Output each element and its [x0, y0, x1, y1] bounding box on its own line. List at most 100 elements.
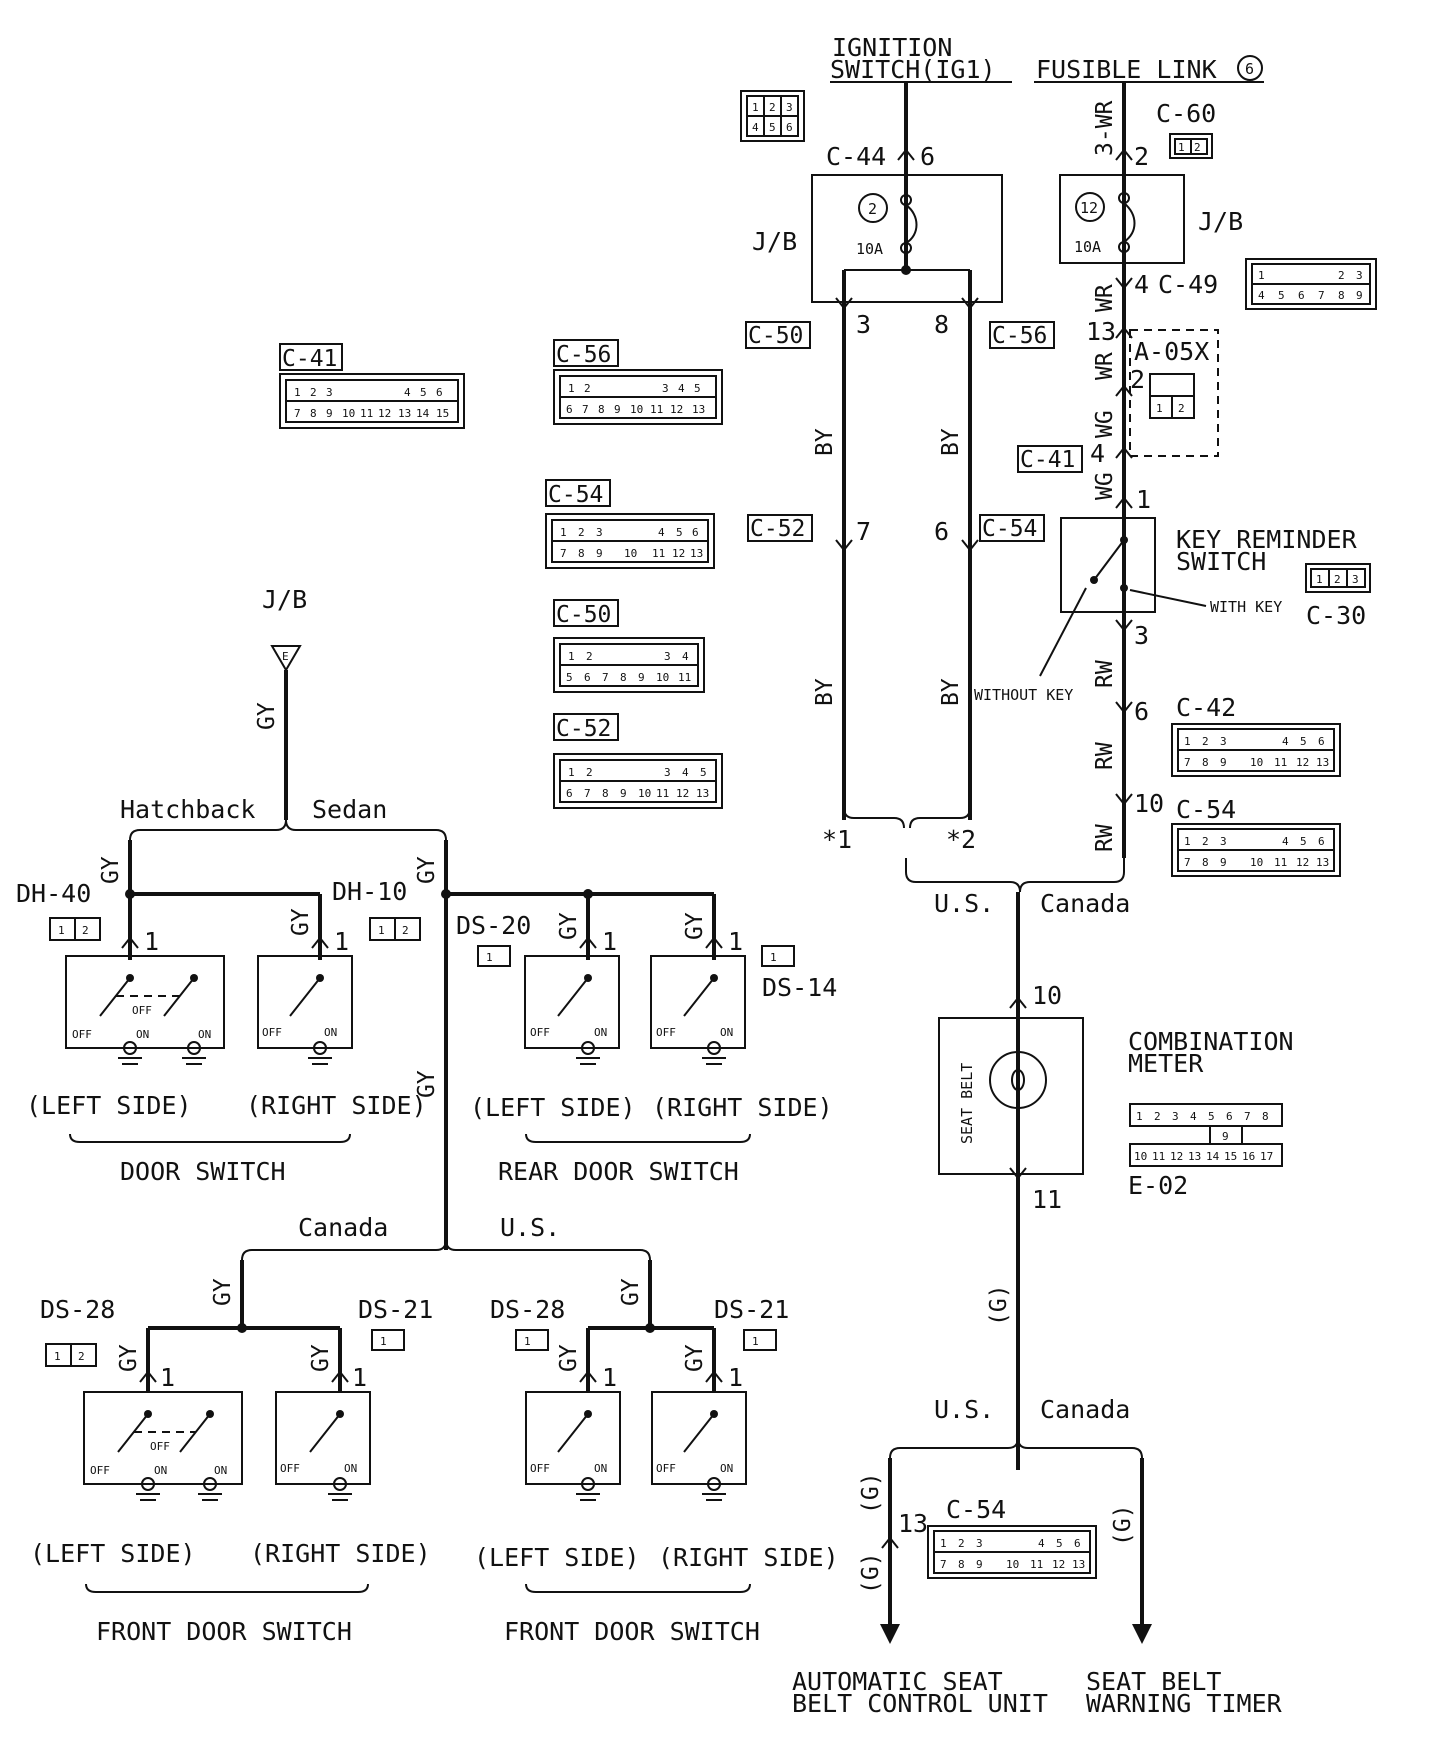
- svg-text:1: 1: [1258, 269, 1265, 282]
- ds28-canada-pin-1: 1: [160, 1363, 175, 1392]
- door-switch-left-side: (LEFT SIDE): [26, 1091, 192, 1120]
- variant-us-left: U.S.: [500, 1213, 560, 1242]
- svg-text:C-56: C-56: [556, 342, 611, 368]
- ignition-switch-label-2: SWITCH(IG1): [830, 55, 996, 84]
- svg-text:5: 5: [1208, 1110, 1215, 1123]
- fusible-link-number: 6: [1245, 60, 1254, 78]
- svg-text:12: 12: [1170, 1150, 1183, 1163]
- fuse-2-rating: 10A: [856, 240, 883, 258]
- ds28-us-connector: 1: [515, 1329, 549, 1351]
- svg-text:10: 10: [630, 403, 643, 416]
- svg-text:7: 7: [560, 547, 567, 560]
- svg-text:1: 1: [752, 1335, 759, 1348]
- key-switch-pin-1: 1: [1136, 485, 1151, 514]
- svg-text:OFF: OFF: [530, 1026, 550, 1039]
- svg-text:8: 8: [1338, 289, 1345, 302]
- a05x-pin-13: 13: [1086, 317, 1116, 346]
- svg-text:6: 6: [584, 671, 591, 684]
- svg-text:9: 9: [976, 1558, 983, 1571]
- c52-legend: C-52 1 2 3 4 5 6 7 8 9 10 11 12 13: [553, 713, 723, 809]
- svg-text:C-52: C-52: [556, 716, 611, 742]
- svg-text:13: 13: [1072, 1558, 1085, 1571]
- gy-rear-right-label: GY: [682, 912, 708, 940]
- svg-text:7: 7: [1244, 1110, 1251, 1123]
- svg-text:8: 8: [620, 671, 627, 684]
- svg-text:2: 2: [78, 1350, 85, 1363]
- svg-text:7: 7: [294, 407, 301, 420]
- svg-text:4: 4: [658, 526, 665, 539]
- ds14-connector: 1: [761, 945, 795, 967]
- c44-pin: 6: [920, 142, 935, 171]
- svg-text:ON: ON: [720, 1462, 733, 1475]
- ds14-label: DS-14: [762, 973, 837, 1002]
- c52-pin-7: 7: [856, 517, 871, 546]
- c54-pin-6: 6: [934, 517, 949, 546]
- c41-legend: C-41 1 2 3 4 5 6 7 8 9 10 11 12 13 14 15: [279, 343, 465, 429]
- dh40-connector: 1 2: [49, 917, 101, 941]
- gy-sedan-label-1: GY: [414, 856, 440, 884]
- front-door-switch-us-right-box: [651, 1391, 747, 1485]
- svg-text:12: 12: [1296, 856, 1309, 869]
- svg-text:10: 10: [638, 787, 651, 800]
- variant-star-1: *1: [822, 825, 852, 854]
- svg-text:2: 2: [586, 766, 593, 779]
- without-key-label: WITHOUT KEY: [974, 686, 1073, 704]
- svg-text:3: 3: [664, 766, 671, 779]
- svg-text:1: 1: [294, 386, 301, 399]
- svg-text:12: 12: [670, 403, 683, 416]
- wire-g-label-meter: (G): [986, 1284, 1012, 1326]
- svg-text:5: 5: [1056, 1537, 1063, 1550]
- variant-us-top: U.S.: [934, 889, 994, 918]
- svg-text:9: 9: [596, 547, 603, 560]
- svg-text:OFF: OFF: [656, 1026, 676, 1039]
- c42-connector: 1 2 3 4 5 6 7 8 9 10 11 12 13: [1171, 723, 1341, 777]
- c49-connector: 1 2 3 4 5 6 7 8 9: [1245, 258, 1377, 310]
- front-us-left-side: (LEFT SIDE): [474, 1543, 640, 1572]
- wire-wr-label-2: WR: [1092, 352, 1118, 380]
- svg-text:1: 1: [524, 1335, 531, 1348]
- svg-text:ON: ON: [324, 1026, 337, 1039]
- c54-connector-right: 1 2 3 4 5 6 7 8 9 10 11 12 13: [1171, 823, 1341, 877]
- svg-text:ON: ON: [594, 1462, 607, 1475]
- svg-text:10: 10: [1250, 756, 1263, 769]
- gy-hatchback-label: GY: [98, 856, 124, 884]
- svg-text:4: 4: [752, 121, 759, 134]
- svg-text:12: 12: [378, 407, 391, 420]
- svg-text:13: 13: [1188, 1150, 1201, 1163]
- with-key-label: WITH KEY: [1210, 598, 1282, 616]
- svg-text:9: 9: [614, 403, 621, 416]
- svg-text:8: 8: [958, 1558, 965, 1571]
- svg-text:3: 3: [664, 650, 671, 663]
- svg-text:1: 1: [568, 766, 575, 779]
- svg-text:C-50: C-50: [556, 602, 611, 628]
- svg-text:13: 13: [1316, 756, 1329, 769]
- gy-ds21-canada-label: GY: [308, 1344, 334, 1372]
- c54-connector-bottom: 1 2 3 4 5 6 7 8 9 10 11 12 13: [927, 1525, 1097, 1579]
- front-door-switch-canada-label: FRONT DOOR SWITCH: [96, 1617, 352, 1646]
- svg-text:5: 5: [1300, 735, 1307, 748]
- svg-text:OFF: OFF: [280, 1462, 300, 1475]
- svg-text:6: 6: [436, 386, 443, 399]
- svg-text:8: 8: [1202, 856, 1209, 869]
- ds21-us-connector: 1: [743, 1329, 777, 1351]
- dh10-connector: 1 2: [369, 917, 421, 941]
- svg-text:9: 9: [620, 787, 627, 800]
- svg-text:2: 2: [402, 924, 409, 937]
- svg-text:7: 7: [602, 671, 609, 684]
- svg-text:3: 3: [662, 382, 669, 395]
- svg-text:10: 10: [1134, 1150, 1147, 1163]
- ds21-us-pin-1: 1: [728, 1363, 743, 1392]
- svg-text:1: 1: [486, 951, 493, 964]
- gy-ds28-canada-label: GY: [116, 1344, 142, 1372]
- svg-text:C-41: C-41: [282, 346, 337, 372]
- svg-text:8: 8: [578, 547, 585, 560]
- rear-left-side: (LEFT SIDE): [470, 1093, 636, 1122]
- ds14-pin-1: 1: [728, 927, 743, 956]
- svg-text:5: 5: [676, 526, 683, 539]
- svg-text:7: 7: [1184, 756, 1191, 769]
- svg-text:5: 5: [420, 386, 427, 399]
- svg-text:6: 6: [1226, 1110, 1233, 1123]
- variant-canada-top: Canada: [1040, 889, 1130, 918]
- svg-text:4: 4: [1282, 735, 1289, 748]
- svg-text:9: 9: [638, 671, 645, 684]
